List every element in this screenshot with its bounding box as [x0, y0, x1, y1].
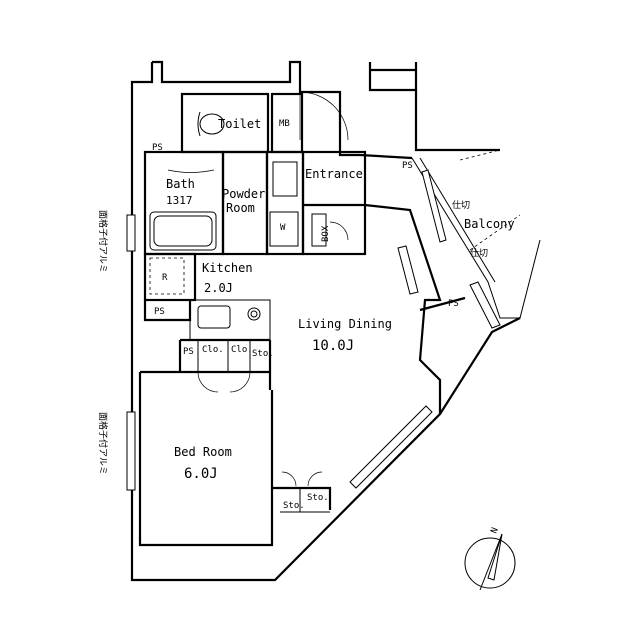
outer-walls	[130, 60, 541, 582]
side-note-upper: 面格子付アルミ	[97, 210, 109, 273]
label-ps-entrance: PS	[402, 161, 413, 171]
label-shoe-box: BOX	[321, 225, 331, 242]
label-sto-bottom-right: Sto.	[307, 493, 329, 503]
label-kitchen: Kitchen	[202, 261, 253, 275]
label-clo-1: Clo.	[202, 345, 224, 355]
north-compass: N	[464, 526, 516, 591]
label-balcony: Balcony	[464, 217, 515, 231]
label-partition-1: 仕切	[452, 199, 470, 211]
label-entrance: Entrance	[305, 167, 363, 181]
label-clo-2: Clo.	[231, 345, 253, 355]
label-ps-balcony: PS	[448, 299, 459, 309]
label-bath: Bath	[166, 177, 195, 191]
label-sto-closet: Sto.	[252, 349, 274, 359]
label-bed-room: Bed Room	[174, 445, 232, 459]
label-refrigerator: R	[162, 273, 168, 283]
windows	[126, 169, 501, 491]
label-powder-room-line2: Room	[226, 201, 255, 215]
label-partition-2: 仕切	[470, 247, 488, 259]
balcony-notes: 仕切 仕切	[452, 199, 488, 259]
label-bath-size: 1317	[166, 194, 193, 207]
label-living-dining-size: 10.0J	[312, 338, 354, 354]
label-ps-kitchen: PS	[154, 307, 165, 317]
inner-walls	[138, 92, 466, 547]
label-sto-bottom-left: Sto.	[283, 501, 305, 511]
compass-north-label: N	[490, 526, 501, 535]
label-bed-room-size: 6.0J	[184, 466, 218, 482]
label-powder-room-line1: Powder	[222, 187, 265, 201]
label-living-dining: Living Dining	[298, 317, 392, 331]
fixtures	[149, 91, 521, 487]
label-ps-top: PS	[152, 143, 163, 153]
room-labels: Toilet MB Bath 1317 Powder Room Entrance…	[162, 117, 515, 482]
label-kitchen-size: 2.0J	[204, 281, 233, 295]
side-notes: 面格子付アルミ 面格子付アルミ	[97, 210, 109, 475]
side-note-lower: 面格子付アルミ	[97, 412, 109, 475]
label-ps-closet: PS	[183, 347, 194, 357]
label-washer: W	[280, 223, 286, 233]
storage-labels: PS PS PS PS PS Clo. Clo. Sto. Sto. Sto.	[152, 143, 459, 511]
label-mb: MB	[279, 119, 290, 129]
label-toilet: Toilet	[218, 117, 261, 131]
